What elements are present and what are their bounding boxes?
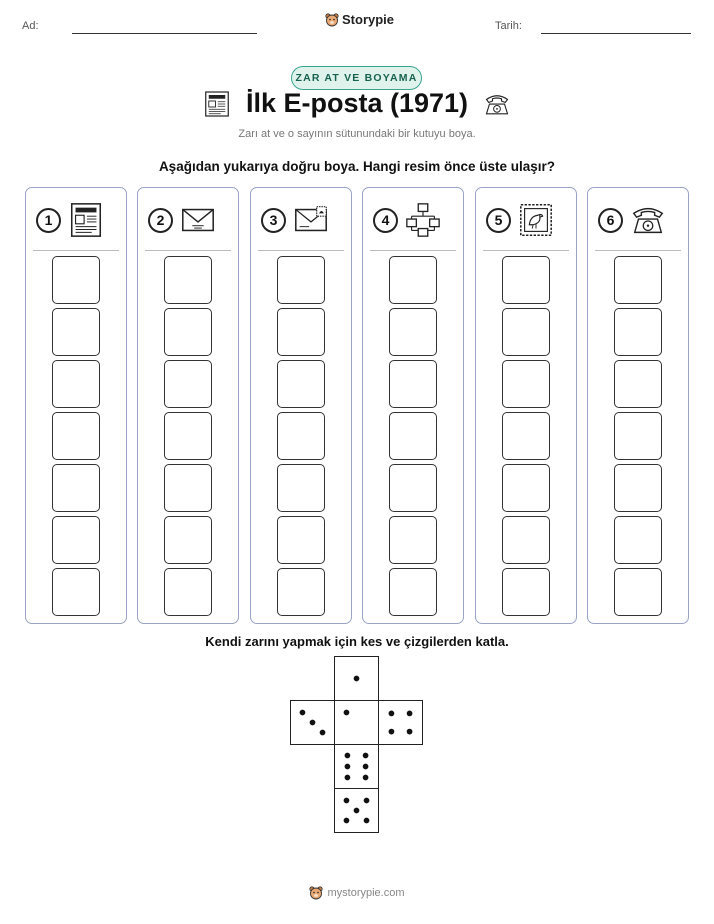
color-box[interactable]: [164, 568, 212, 616]
die-face-4[interactable]: [378, 700, 423, 745]
column-header: 4: [373, 200, 453, 240]
color-box[interactable]: [614, 308, 662, 356]
color-box[interactable]: [502, 360, 550, 408]
column-6: 6: [587, 187, 689, 624]
footer: mystorypie.com: [0, 886, 714, 900]
color-box[interactable]: [164, 256, 212, 304]
color-box[interactable]: [389, 256, 437, 304]
column-5: 5: [475, 187, 577, 624]
color-box[interactable]: [164, 412, 212, 460]
die-face-5[interactable]: [334, 788, 379, 833]
color-box[interactable]: [389, 516, 437, 564]
color-box[interactable]: [502, 568, 550, 616]
color-box[interactable]: [52, 412, 100, 460]
color-box[interactable]: [52, 516, 100, 564]
die-face-6[interactable]: [334, 744, 379, 789]
color-box[interactable]: [164, 308, 212, 356]
color-box[interactable]: [277, 308, 325, 356]
color-box[interactable]: [389, 464, 437, 512]
newspaper-icon: [70, 203, 102, 237]
color-box[interactable]: [389, 412, 437, 460]
computer-network-icon: [406, 203, 440, 237]
color-box[interactable]: [389, 360, 437, 408]
stamped-letter-icon: [295, 206, 327, 232]
color-box[interactable]: [614, 568, 662, 616]
envelope-icon: [182, 208, 214, 232]
color-box[interactable]: [277, 256, 325, 304]
color-box[interactable]: [164, 360, 212, 408]
color-box[interactable]: [164, 464, 212, 512]
column-header: 6: [598, 200, 678, 240]
color-box[interactable]: [52, 568, 100, 616]
name-label: Ad:: [22, 20, 39, 32]
column-number: 3: [261, 207, 286, 233]
color-box[interactable]: [52, 256, 100, 304]
column-number: 5: [486, 207, 511, 233]
title-row: İlk E-posta (1971): [0, 88, 714, 119]
column-3: 3: [250, 187, 352, 624]
column-number: 4: [373, 207, 398, 233]
die-face-1[interactable]: [334, 700, 379, 745]
color-box[interactable]: [614, 360, 662, 408]
bird-stamp-icon: [520, 204, 552, 236]
activity-badge: ZAR AT VE BOYAMA: [291, 66, 422, 90]
page-title: İlk E-posta (1971): [245, 88, 469, 118]
bear-icon: [325, 12, 339, 26]
footer-url[interactable]: mystorypie.com: [327, 887, 405, 899]
brand-logo: Storypie: [325, 12, 394, 27]
column-header: 1: [36, 200, 116, 240]
coloring-instruction: Aşağıdan yukarıya doğru boya. Hangi resi…: [158, 159, 556, 174]
column-number: 1: [36, 207, 61, 233]
date-line[interactable]: [541, 33, 691, 34]
color-box[interactable]: [52, 464, 100, 512]
color-box[interactable]: [277, 360, 325, 408]
name-line[interactable]: [72, 33, 257, 34]
color-box[interactable]: [502, 464, 550, 512]
die-instruction: Kendi zarını yapmak için kes ve çizgiler…: [205, 634, 509, 649]
color-box[interactable]: [52, 360, 100, 408]
column-1: 1: [25, 187, 127, 624]
column-number: 2: [148, 207, 173, 233]
newspaper-icon: [205, 90, 229, 117]
bear-icon: [309, 886, 324, 900]
color-box[interactable]: [614, 412, 662, 460]
date-label: Tarih:: [495, 20, 522, 32]
telephone-icon: [632, 207, 664, 234]
color-box[interactable]: [614, 464, 662, 512]
column-header: 2: [148, 200, 228, 240]
color-box[interactable]: [614, 516, 662, 564]
color-box[interactable]: [164, 516, 212, 564]
column-number: 6: [598, 207, 623, 233]
column-4: 4: [362, 187, 464, 624]
color-box[interactable]: [614, 256, 662, 304]
color-box[interactable]: [502, 308, 550, 356]
brand-name: Storypie: [342, 12, 395, 27]
color-box[interactable]: [502, 256, 550, 304]
color-box[interactable]: [277, 464, 325, 512]
column-header: 3: [261, 200, 341, 240]
color-box[interactable]: [277, 568, 325, 616]
color-box[interactable]: [389, 568, 437, 616]
color-box[interactable]: [277, 516, 325, 564]
telephone-icon: [485, 94, 509, 114]
color-box[interactable]: [389, 308, 437, 356]
die-face-1[interactable]: [334, 656, 379, 701]
color-box[interactable]: [502, 516, 550, 564]
color-box[interactable]: [502, 412, 550, 460]
column-header: 5: [486, 200, 566, 240]
subtitle: Zarı at ve o sayının sütunundaki bir kut…: [238, 128, 476, 140]
color-box[interactable]: [52, 308, 100, 356]
color-box[interactable]: [277, 412, 325, 460]
column-2: 2: [137, 187, 239, 624]
die-face-3[interactable]: [290, 700, 335, 745]
